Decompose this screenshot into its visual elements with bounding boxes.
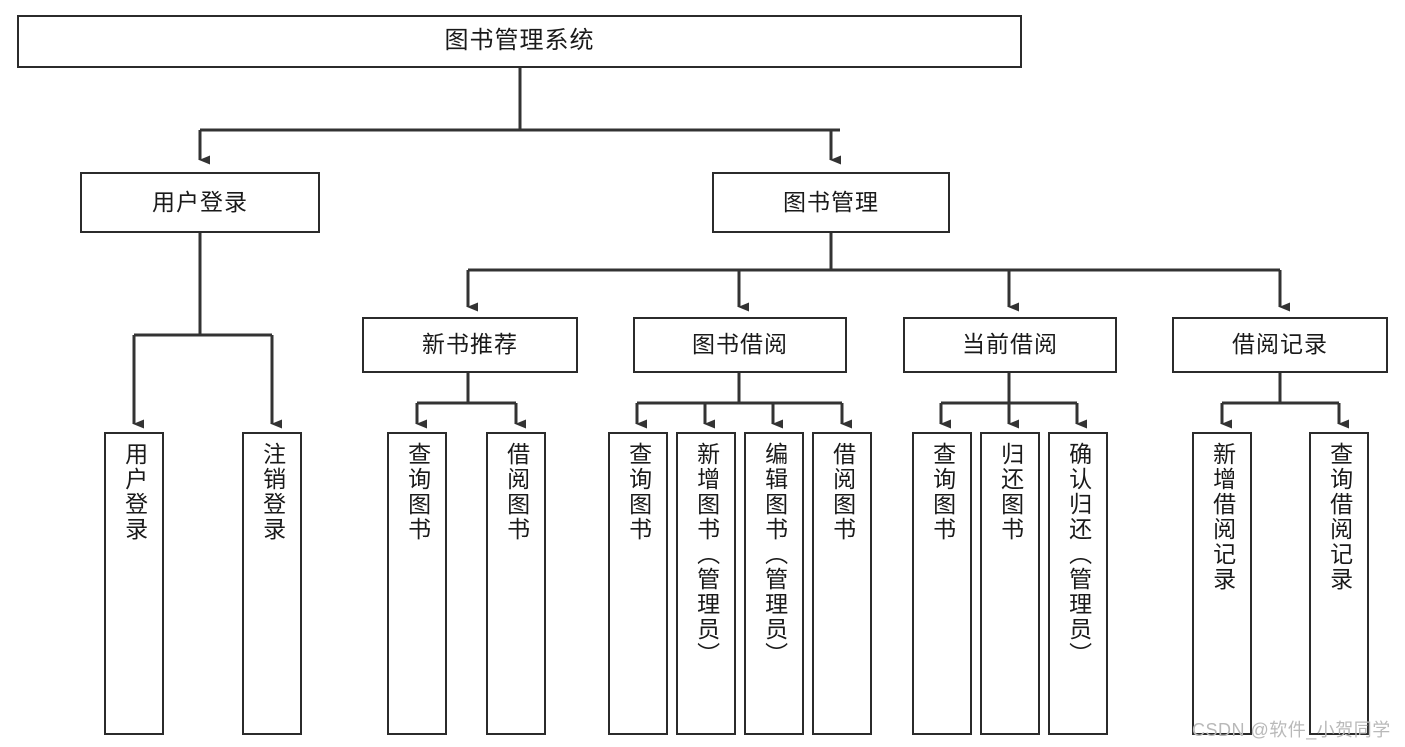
node-leaf-confirm-return[interactable]: 确认归还（管理员） xyxy=(1048,432,1108,735)
node-leaf-logout[interactable]: 注销登录 xyxy=(242,432,302,735)
node-leaf-query-record-label: 查询借阅记录 xyxy=(1326,442,1353,592)
node-leaf-borrow-book-1[interactable]: 借阅图书 xyxy=(486,432,546,735)
node-leaf-borrow-book-2-label: 借阅图书 xyxy=(829,442,856,542)
csdn-watermark: CSDN @软件_小贺同学 xyxy=(1192,720,1391,740)
node-user-login-label: 用户登录 xyxy=(152,188,248,215)
node-current-borrow-label: 当前借阅 xyxy=(962,331,1058,358)
node-leaf-borrow-book-1-label: 借阅图书 xyxy=(503,442,530,542)
node-leaf-query-record[interactable]: 查询借阅记录 xyxy=(1309,432,1369,735)
node-root-label: 图书管理系统 xyxy=(444,27,595,55)
node-user-login[interactable]: 用户登录 xyxy=(80,172,320,233)
node-leaf-add-book-label: 新增图书（管理员） xyxy=(693,442,720,667)
node-root[interactable]: 图书管理系统 xyxy=(17,15,1022,68)
node-new-book-rec-label: 新书推荐 xyxy=(422,331,518,358)
node-leaf-add-book[interactable]: 新增图书（管理员） xyxy=(676,432,736,735)
node-leaf-user-login-label: 用户登录 xyxy=(121,442,148,542)
node-leaf-user-login[interactable]: 用户登录 xyxy=(104,432,164,735)
node-new-book-rec[interactable]: 新书推荐 xyxy=(362,317,578,373)
node-leaf-query-book-2[interactable]: 查询图书 xyxy=(608,432,668,735)
node-leaf-return-book[interactable]: 归还图书 xyxy=(980,432,1040,735)
node-leaf-borrow-book-2[interactable]: 借阅图书 xyxy=(812,432,872,735)
node-leaf-confirm-return-label: 确认归还（管理员） xyxy=(1065,442,1092,667)
node-leaf-return-book-label: 归还图书 xyxy=(997,442,1024,542)
node-leaf-query-book-2-label: 查询图书 xyxy=(625,442,652,542)
node-leaf-logout-label: 注销登录 xyxy=(259,442,286,542)
node-leaf-edit-book[interactable]: 编辑图书（管理员） xyxy=(744,432,804,735)
node-leaf-edit-book-label: 编辑图书（管理员） xyxy=(761,442,788,667)
node-borrow-record-label: 借阅记录 xyxy=(1232,331,1328,358)
node-book-manage-label: 图书管理 xyxy=(783,188,879,215)
node-leaf-query-book-1-label: 查询图书 xyxy=(404,442,431,542)
node-leaf-query-book-1[interactable]: 查询图书 xyxy=(387,432,447,735)
node-book-borrow[interactable]: 图书借阅 xyxy=(633,317,847,373)
node-book-borrow-label: 图书借阅 xyxy=(692,331,788,358)
node-current-borrow[interactable]: 当前借阅 xyxy=(903,317,1117,373)
node-book-manage[interactable]: 图书管理 xyxy=(712,172,950,233)
node-leaf-add-record-label: 新增借阅记录 xyxy=(1209,442,1236,592)
node-leaf-query-book-3[interactable]: 查询图书 xyxy=(912,432,972,735)
node-leaf-query-book-3-label: 查询图书 xyxy=(929,442,956,542)
node-borrow-record[interactable]: 借阅记录 xyxy=(1172,317,1388,373)
node-leaf-add-record[interactable]: 新增借阅记录 xyxy=(1192,432,1252,735)
